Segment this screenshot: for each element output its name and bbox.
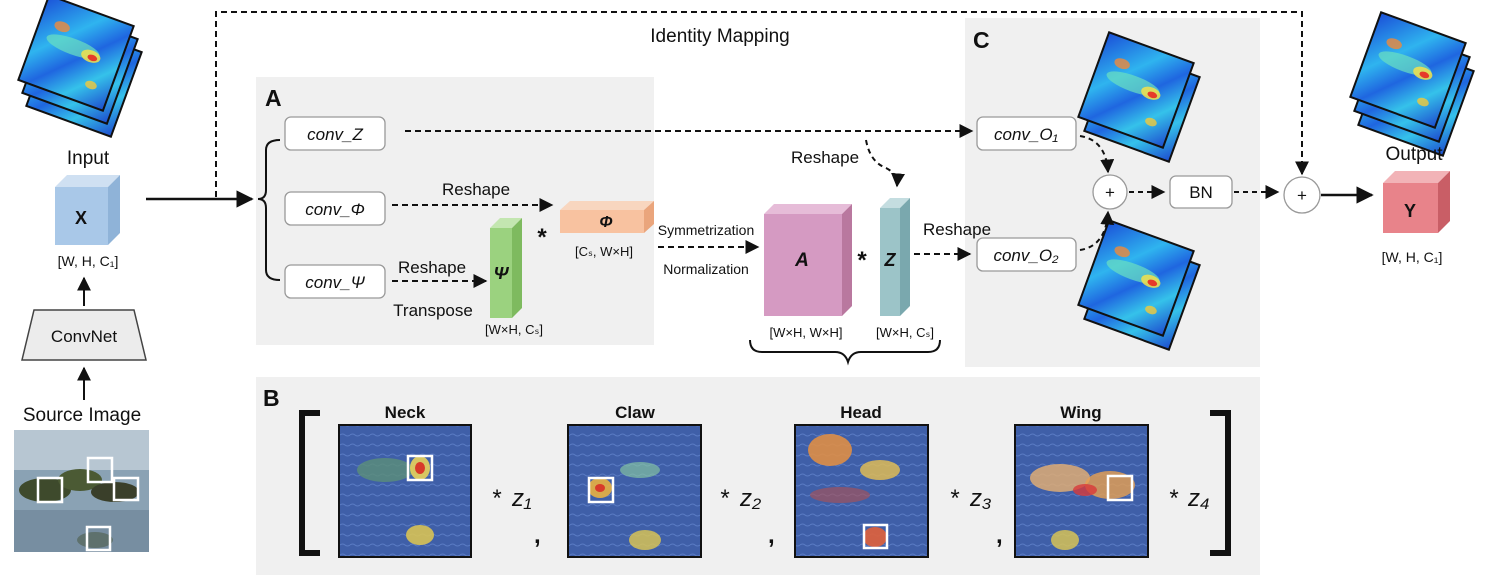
comma-2: , [768, 522, 775, 549]
convnet-trapezoid [21, 309, 147, 361]
panel-c-label: C [973, 27, 990, 53]
phi-symbol: Φ [599, 214, 612, 231]
conv-phi-box: conv_Φ [284, 191, 386, 226]
source-box-3 [112, 476, 140, 502]
source-box-1 [36, 476, 64, 504]
identity-mapping-label: Identity Mapping [650, 26, 789, 47]
conv-o1-label: conv_O₁ [994, 125, 1058, 144]
input-cube [55, 175, 120, 245]
phi-dims: [Cₛ, W×H] [575, 244, 633, 259]
conv-o2-box: conv_O₂ [976, 237, 1077, 272]
output-heatmap-stack [1349, 11, 1475, 157]
z-reshape-label: Reshape [791, 148, 859, 167]
a-z-multiply: * [857, 247, 867, 274]
part-neck-name: Neck [385, 403, 426, 422]
sum-node-label: + [1105, 183, 1115, 202]
left-bracket [299, 410, 320, 556]
part-neck: Neck [338, 403, 472, 558]
z-block [880, 198, 910, 316]
phi-block [560, 201, 654, 233]
comma-3: , [996, 522, 1003, 549]
conv-phi-label: conv_Φ [305, 200, 365, 219]
residual-sum-node [1283, 176, 1321, 214]
normalization-label: Normalization [663, 261, 749, 277]
branch-brace [257, 139, 281, 281]
part-claw-name: Claw [615, 403, 655, 422]
part-wing-name: Wing [1060, 403, 1101, 422]
source-box-2 [86, 456, 114, 484]
part-neck-star: * [491, 485, 501, 512]
az-brace [749, 339, 941, 366]
a-dims: [W×H, W×H] [770, 325, 843, 340]
psi-symbol: Ψ [494, 263, 510, 283]
psi-transpose-label: Transpose [393, 301, 473, 320]
conv-o2-label: conv_O₂ [993, 246, 1059, 265]
psi-reshape-label: Reshape [398, 258, 466, 277]
part-head-coef: z₃ [969, 485, 992, 512]
a-block [764, 204, 852, 316]
identity-mapping-arrow [215, 11, 1309, 197]
o2-to-plus-arrow [1079, 210, 1115, 251]
output-symbol: Y [1404, 201, 1416, 221]
bn-box: BN [1169, 175, 1233, 209]
source-box-4 [85, 525, 112, 552]
part-head-name: Head [840, 403, 882, 422]
output-label: Output [1385, 144, 1443, 165]
right-bracket [1210, 410, 1231, 556]
residual-sum-label: + [1297, 186, 1307, 205]
conv-z-label: conv_Z [307, 125, 363, 144]
input-label: Input [67, 148, 110, 169]
conv-z-box: conv_Z [284, 116, 386, 151]
part-wing-star: * [1168, 485, 1178, 512]
input-symbol: X [75, 208, 87, 228]
part-neck-coef: z₁ [511, 485, 532, 512]
part-claw: Claw [567, 403, 702, 558]
output-cube [1383, 171, 1450, 233]
panel-b-label: B [263, 385, 280, 411]
phi-reshape-label: Reshape [442, 180, 510, 199]
sum-node [1092, 174, 1128, 210]
a-symbol: A [794, 250, 809, 271]
source-image [14, 430, 149, 552]
symmetrization-label: Symmetrization [658, 222, 754, 238]
output-dims: [W, H, C₁] [1382, 249, 1443, 265]
z-symbol: Z [884, 250, 897, 270]
psi-phi-multiply: * [537, 224, 547, 251]
part-claw-coef: z₂ [739, 485, 761, 512]
part-head: Head [794, 403, 929, 558]
conv-o1-box: conv_O₁ [976, 116, 1077, 151]
psi-block [490, 218, 522, 318]
conv-psi-label: conv_Ψ [305, 273, 365, 292]
panel-a-label: A [265, 85, 282, 111]
input-dims: [W, H, C₁] [58, 253, 119, 269]
out-reshape-label: Reshape [923, 220, 991, 239]
part-wing: Wing [1014, 403, 1149, 558]
part-claw-star: * [719, 485, 729, 512]
part-head-star: * [949, 485, 959, 512]
z-dims: [W×H, Cₛ] [876, 325, 934, 340]
bn-label: BN [1189, 183, 1213, 202]
conv-psi-box: conv_Ψ [284, 264, 386, 299]
z-reshape-arrow [865, 139, 906, 188]
comma-1: , [534, 522, 541, 549]
psi-dims: [W×H, Cₛ] [485, 322, 543, 337]
source-image-label: Source Image [23, 405, 141, 426]
o1-to-plus-arrow [1079, 135, 1115, 174]
input-heatmap-stack [17, 0, 143, 138]
convnet-label: ConvNet [51, 327, 117, 346]
part-wing-coef: z₄ [1187, 485, 1210, 512]
